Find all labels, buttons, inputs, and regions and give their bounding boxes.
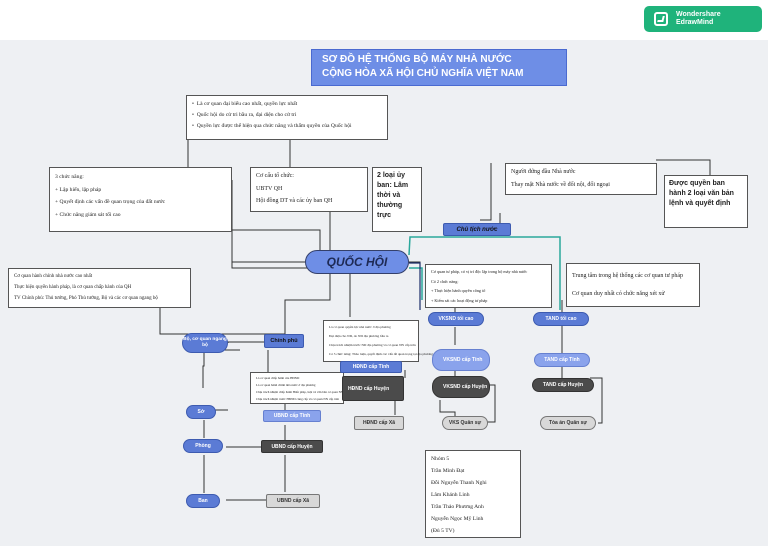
functions-box: 3 chức năng: + Lập hiến, lập pháp + Quyế… xyxy=(49,167,232,232)
quoc-hoi-node[interactable]: QUỐC HỘI xyxy=(305,250,409,274)
ward-node[interactable]: Ban xyxy=(186,494,220,508)
qh-info-3: • Quyền lực được thể hiện qua chức năng … xyxy=(192,123,352,129)
hdnd-note-box: Là cơ quan quyền lực nhà nước ở địa phươ… xyxy=(323,320,433,362)
gov-info-1: Cơ quan hành chính nhà nước cao nhất xyxy=(14,274,93,279)
member-5: Nguyễn Ngọc Mỹ Linh xyxy=(431,516,484,522)
office-node[interactable]: Phòng xyxy=(183,439,223,453)
government-node[interactable]: Chính phủ xyxy=(264,334,304,348)
title-line-1: SƠ ĐỒ HỆ THỐNG BỘ MÁY NHÀ NƯỚC xyxy=(322,54,512,65)
toa-an-quan-su-node[interactable]: Tòa án Quân sự xyxy=(540,416,596,430)
quoc-hoi-label: QUỐC HỘI xyxy=(326,255,388,269)
president-node[interactable]: Chủ tịch nước xyxy=(443,223,511,236)
proc-info-3: + Thực hiện hành quyền công tố xyxy=(431,288,486,293)
function-item-1: + Lập hiến, lập pháp xyxy=(55,186,102,193)
hdnd-tinh-node[interactable]: HĐND cấp Tỉnh xyxy=(340,361,402,373)
government-info-box: Cơ quan hành chính nhà nước cao nhất Thự… xyxy=(8,268,191,308)
tand-toi-cao-node[interactable]: TAND tối cao xyxy=(533,312,589,326)
tand-tinh-node[interactable]: TAND cấp Tỉnh xyxy=(534,353,590,367)
hdnd-note-2: Đại diện cho ND, do ND địa phương bầu ra xyxy=(329,334,389,338)
vks-quan-su-node[interactable]: VKS Quân sự xyxy=(442,416,488,430)
ubnd-note-1: Là cơ quan chấp hành của HĐND xyxy=(256,376,300,380)
tand-huyen-node[interactable]: TAND cấp Huyện xyxy=(532,378,594,392)
member-1: Trần Minh Đạt xyxy=(431,468,465,474)
ubnd-note-3: Chịu trách nhiệm chấp hành Hiến pháp, lu… xyxy=(256,390,355,394)
court-info-1: Trung tâm trong hệ thống các cơ quan tư … xyxy=(572,273,684,279)
member-4: Trần Thảo Phương Anh xyxy=(431,504,484,510)
ubnd-note-2: Là cơ quan hành chính nhà nước ở địa phư… xyxy=(256,383,316,387)
qh-info-1: • Là cơ quan đại biểu cao nhất, quyền lự… xyxy=(192,101,298,107)
president-info-box: Người đứng đầu Nhà nước Thay mặt Nhà nướ… xyxy=(505,163,657,195)
ubnd-xa-node[interactable]: UBND cấp Xã xyxy=(266,494,320,508)
ubnd-huyen-node[interactable]: UBND cấp Huyện xyxy=(261,440,323,453)
procuracy-info-box: Cơ quan tư pháp, có vị trí độc lập trong… xyxy=(425,264,552,308)
proc-info-2: Có 2 chức năng: xyxy=(431,278,459,284)
diagram-title: SƠ ĐỒ HỆ THỐNG BỘ MÁY NHÀ NƯỚC CỘNG HÒA … xyxy=(311,49,567,86)
vksnd-huyen-node[interactable]: VKSND cấp Huyện xyxy=(432,376,490,398)
proc-info-1: Cơ quan tư pháp, có vị trí độc lập trong… xyxy=(431,269,528,274)
vksnd-tinh-node[interactable]: VKSND cấp Tỉnh xyxy=(432,349,490,371)
ubnd-tinh-node[interactable]: UBND cấp Tỉnh xyxy=(263,410,321,422)
gov-info-2: Thực hiện quyền hành pháp, là cơ quan ch… xyxy=(14,285,132,290)
structure-title: Cơ cấu tổ chức: xyxy=(256,173,294,179)
group-members-box: Nhóm 5 Trần Minh Đạt Đỗi Nguyễn Thanh Ng… xyxy=(425,450,521,538)
president-info-2: Thay mặt Nhà nước về đối nội, đối ngoại xyxy=(511,182,610,188)
functions-title: 3 chức năng: xyxy=(55,174,84,180)
brand-line-1: Wondershare xyxy=(676,11,721,18)
structure-box: Cơ cấu tổ chức: UBTV QH Hội đồng DT và c… xyxy=(250,167,368,212)
group-name: Nhóm 5 xyxy=(431,456,450,462)
court-info-box: Trung tâm trong hệ thống các cơ quan tư … xyxy=(566,263,700,307)
ministry-node[interactable]: Bộ, cơ quan ngang bộ xyxy=(182,333,228,353)
structure-item-1: UBTV QH xyxy=(256,185,283,192)
member-note: (Đủ 5 TV) xyxy=(431,528,455,534)
vksnd-toi-cao-node[interactable]: VKSND tối cao xyxy=(428,312,484,326)
hdnd-note-4: Có 3 chức năng: Thảo luận, quyết định cá… xyxy=(329,352,433,356)
president-decree-box: Được quyền ban hành 2 loại văn bản lệnh … xyxy=(664,175,748,228)
ubnd-note-box: Là cơ quan chấp hành của HĐND Là cơ quan… xyxy=(250,372,355,404)
hdnd-huyen-node[interactable]: HĐND cấp Huyện xyxy=(342,376,404,401)
quoc-hoi-info-box: • Là cơ quan đại biểu cao nhất, quyền lự… xyxy=(186,95,388,140)
president-decree: Được quyền ban hành 2 loại văn bản lệnh … xyxy=(669,180,734,207)
committees-text: 2 loại ủy ban: Lâm thời và thường trực xyxy=(377,172,409,219)
edrawmind-logo: Wondershare EdrawMind xyxy=(644,6,762,32)
function-item-3: + Chức năng giám sát tối cao xyxy=(55,211,121,218)
proc-info-4: + Kiểm sát các hoạt động tư pháp xyxy=(431,297,488,303)
member-2: Đỗi Nguyễn Thanh Nghi xyxy=(431,480,487,486)
structure-item-2: Hội đồng DT và các ủy ban QH xyxy=(256,198,333,204)
edrawmind-icon xyxy=(654,12,668,26)
qh-info-2: • Quốc hội do cử tri bầu ra, đại diện ch… xyxy=(192,112,297,118)
president-info-1: Người đứng đầu Nhà nước xyxy=(511,169,576,175)
title-line-2: CỘNG HÒA XÃ HỘI CHỦ NGHĨA VIỆT NAM xyxy=(322,68,524,79)
brand-line-2: EdrawMind xyxy=(676,19,714,26)
committees-box: 2 loại ủy ban: Lâm thời và thường trực xyxy=(372,167,422,232)
function-item-2: + Quyết định các vấn đề quan trọng của đ… xyxy=(55,199,166,205)
dept-node[interactable]: Sở xyxy=(186,405,216,419)
court-info-2: Cơ quan duy nhất có chức năng xét xử xyxy=(572,291,665,297)
hdnd-note-1: Là cơ quan quyền lực nhà nước ở địa phươ… xyxy=(329,325,391,329)
ubnd-note-4: Chịu trách nhiệm trước HĐND cùng cấp và … xyxy=(256,397,339,401)
member-3: Lâm Khánh Linh xyxy=(431,492,470,498)
hdnd-note-3: Chịu trách nhiệm trước ND địa phương và … xyxy=(329,343,416,347)
hdnd-xa-node[interactable]: HĐND cấp Xã xyxy=(354,416,404,430)
gov-info-3: TV Chính phủ: Thủ tướng, Phó Thủ tướng, … xyxy=(14,296,158,301)
